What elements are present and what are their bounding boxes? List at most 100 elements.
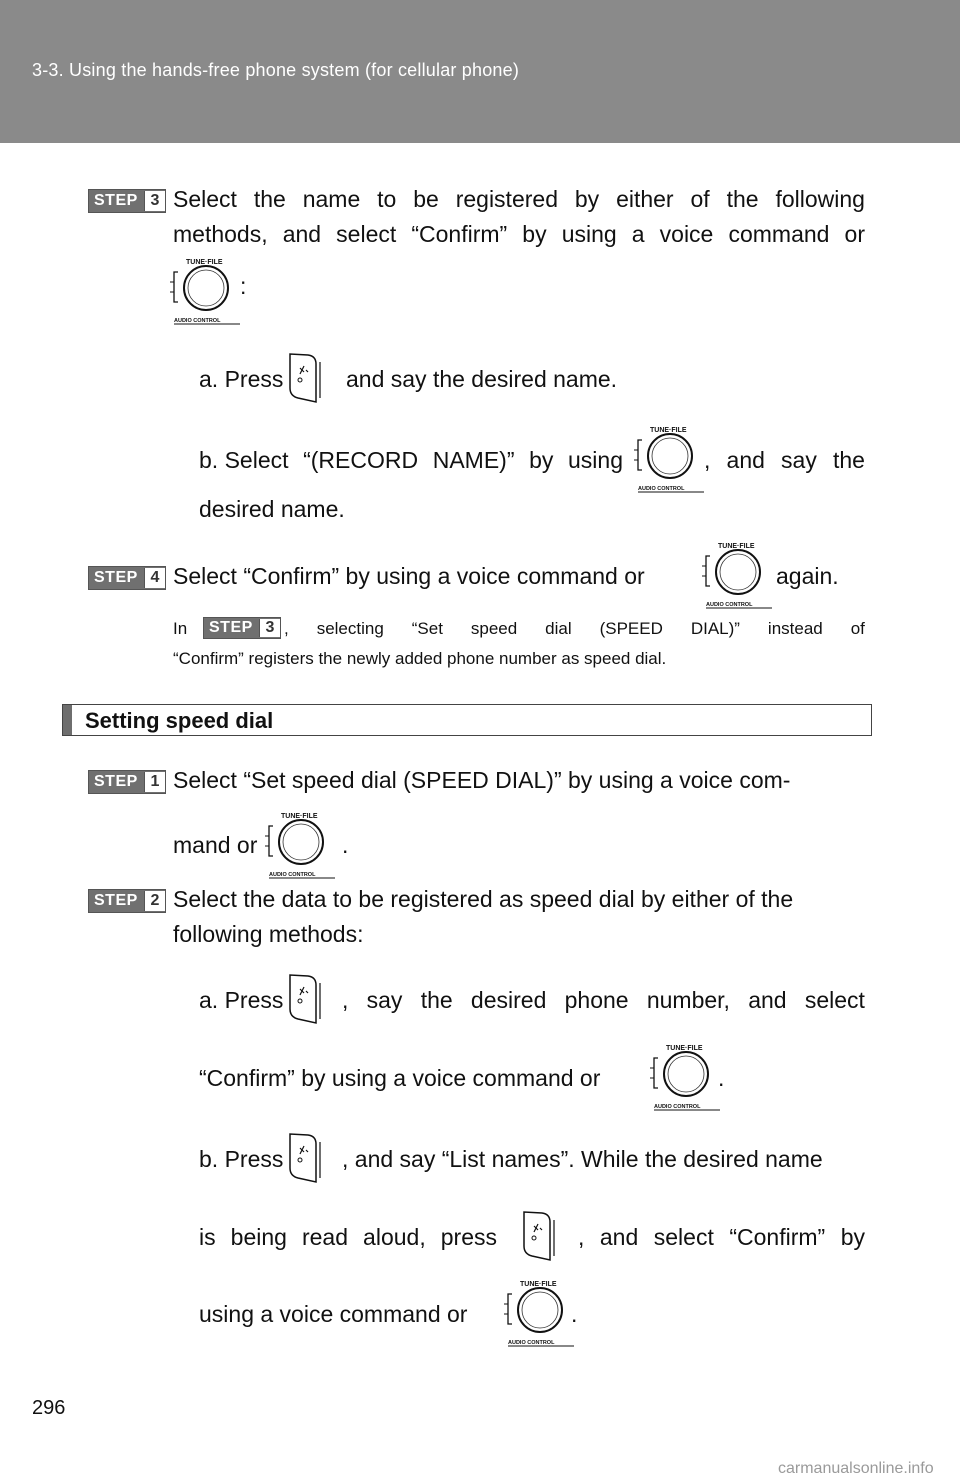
word: dial <box>545 619 572 638</box>
p2-b-end: . <box>571 1301 578 1327</box>
word: using <box>561 221 617 247</box>
p2-a-line2: “Confirm” by using a voice command or <box>199 1065 601 1091</box>
word: “(RECORD <box>303 447 419 473</box>
word: desired <box>470 987 547 1013</box>
word: of <box>690 186 710 212</box>
word: “Confirm” <box>729 1224 826 1250</box>
word: a <box>631 221 645 247</box>
word: using <box>568 447 623 473</box>
step-badge-label: STEP <box>94 192 138 209</box>
word: by <box>522 221 547 247</box>
step-badge-number: 3 <box>144 191 165 211</box>
word: Select <box>173 186 237 212</box>
talk-switch-icon[interactable] <box>286 973 324 1025</box>
knob-label-top: TUNE·FILE <box>281 813 318 820</box>
word: of <box>850 619 865 638</box>
word: say <box>781 447 817 473</box>
word: the <box>253 186 286 212</box>
word: number, <box>646 987 730 1013</box>
step3-a-label: a. Press <box>199 366 284 392</box>
p2-line2: following methods: <box>173 921 364 947</box>
word: by <box>840 1224 865 1250</box>
knob-label-top: TUNE·FILE <box>186 259 223 266</box>
page-header: 3-3. Using the hands-free phone system (… <box>0 0 960 143</box>
word: being <box>230 1224 287 1250</box>
knob-label-bottom: AUDIO CONTROL <box>508 1340 555 1346</box>
talk-switch-icon[interactable] <box>286 1132 324 1184</box>
step-badge-number: 3 <box>259 619 280 637</box>
talk-switch-icon[interactable] <box>520 1210 558 1262</box>
p2-b-after: , and say “List names”. While the desire… <box>342 1146 823 1172</box>
tune-file-knob-icon: TUNE·FILE AUDIO CONTROL <box>263 808 343 880</box>
step-badge-inline-3: STEP 3 <box>203 617 281 639</box>
step-badge-number: 2 <box>144 891 165 911</box>
note-line2: “Confirm” registers the newly added phon… <box>173 649 667 668</box>
word: by <box>574 186 600 212</box>
step-badge-label: STEP <box>94 773 138 790</box>
step4-text: Select “Confirm” by using a voice comman… <box>173 563 645 589</box>
step-badge-label: STEP <box>94 569 138 586</box>
knob-label-bottom: AUDIO CONTROL <box>269 872 316 878</box>
word: following <box>775 186 865 212</box>
word: selecting <box>316 619 384 638</box>
word: , <box>342 987 349 1013</box>
word: “Set <box>411 619 443 638</box>
knob-label-bottom: AUDIO CONTROL <box>706 602 753 608</box>
word: select <box>336 221 397 247</box>
word: DIAL)” <box>690 619 740 638</box>
section-bar <box>63 705 72 735</box>
tune-file-knob-icon: TUNE·FILE AUDIO CONTROL <box>502 1276 582 1348</box>
p2-a-label: a. Press <box>199 987 284 1013</box>
word: read <box>301 1224 349 1250</box>
word: , <box>578 1224 585 1250</box>
word: aloud, <box>363 1224 426 1250</box>
word: phone <box>564 987 629 1013</box>
word: and <box>748 987 787 1013</box>
p1-line2: mand or <box>173 832 258 858</box>
word: is <box>199 1224 216 1250</box>
chapter-title: 3-3. Using the hands-free phone system (… <box>32 60 520 80</box>
word: instead <box>767 619 823 638</box>
talk-switch-icon[interactable] <box>286 352 324 404</box>
word: command <box>728 221 830 247</box>
step-badge-1: STEP 1 <box>88 770 166 794</box>
word: the <box>726 186 759 212</box>
note-pre: In <box>173 619 188 638</box>
p2-a-end: . <box>718 1065 725 1091</box>
word: and <box>282 221 322 247</box>
word: name <box>302 186 361 212</box>
knob-label-top: TUNE·FILE <box>520 1281 557 1288</box>
knob-label-bottom: AUDIO CONTROL <box>638 486 685 492</box>
step4-after: again. <box>776 563 839 589</box>
knob-label-top: TUNE·FILE <box>666 1045 703 1052</box>
word: and <box>726 447 765 473</box>
knob-label-top: TUNE·FILE <box>650 427 687 434</box>
step3-b-line2: desired name. <box>199 496 345 522</box>
step-badge-number: 1 <box>144 772 165 792</box>
word: and <box>599 1224 639 1250</box>
word: press <box>440 1224 497 1250</box>
step-badge-label: STEP <box>94 892 138 909</box>
p2-b-label: b. Press <box>199 1146 284 1172</box>
word: methods, <box>173 221 268 247</box>
page-number: 296 <box>32 1397 66 1419</box>
p1-line1: Select “Set speed dial (SPEED DIAL)” by … <box>173 767 791 793</box>
word: , <box>704 447 711 473</box>
word: be <box>413 186 439 212</box>
knob-label-bottom: AUDIO CONTROL <box>654 1104 701 1110</box>
word: say <box>366 987 403 1013</box>
tune-file-knob-icon: TUNE·FILE AUDIO CONTROL <box>632 422 712 494</box>
word: the <box>832 447 865 473</box>
step-badge-4: STEP 4 <box>88 566 166 590</box>
word: b. Select <box>199 447 289 473</box>
word: select <box>804 987 865 1013</box>
step-badge-number: 4 <box>144 568 165 588</box>
p2-line1: Select the data to be registered as spee… <box>173 886 794 912</box>
